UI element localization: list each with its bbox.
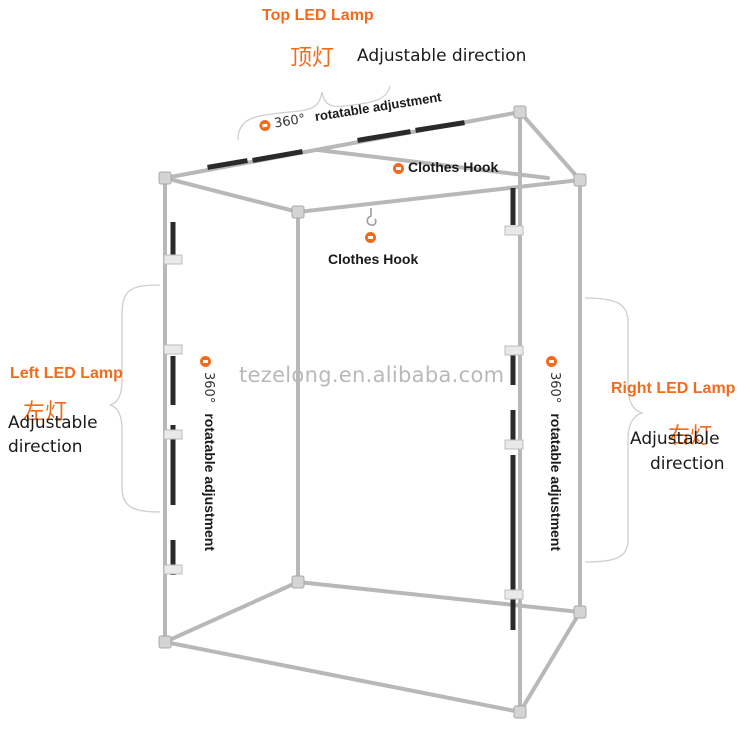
arrow-badge-icon bbox=[546, 355, 557, 367]
left-rotation-dot bbox=[200, 352, 215, 370]
right-rotation-num: 360° bbox=[547, 372, 562, 404]
hook-icon bbox=[366, 208, 377, 226]
top-lamp-chinese: 顶灯 bbox=[290, 46, 335, 71]
top-lamp-desc: Adjustable direction bbox=[357, 46, 527, 66]
left-lamp-desc-2: direction bbox=[8, 437, 83, 457]
right-lamp-desc-1: Adjustable bbox=[630, 429, 720, 449]
arrow-badge-icon bbox=[365, 231, 376, 243]
left-lamp-desc-1: Adjustable bbox=[8, 413, 98, 433]
frame-poles bbox=[163, 110, 582, 714]
watermark: tezelong.en.alibaba.com bbox=[239, 363, 505, 387]
top-lamp-title: Top LED Lamp bbox=[262, 7, 374, 24]
left-rotation-line: 360° rotatable adjustment bbox=[200, 372, 218, 551]
right-rotation-dot bbox=[546, 352, 561, 370]
corner-connectors bbox=[158, 105, 587, 719]
right-lamp-chinese: 右灯 bbox=[668, 424, 713, 449]
right-lamp-title: Right LED Lamp bbox=[611, 380, 736, 397]
arrow-badge-icon bbox=[393, 162, 404, 174]
left-rotation-num: 360° bbox=[201, 372, 216, 404]
left-lamp-chinese: 左灯 bbox=[23, 400, 68, 425]
right-lamp-clips bbox=[504, 225, 524, 600]
right-lamp-desc-2: direction bbox=[650, 454, 725, 474]
clothes-hook-center-dot bbox=[365, 228, 380, 246]
left-rotation-text: rotatable adjustment bbox=[202, 413, 218, 552]
left-lamp-title: Left LED Lamp bbox=[10, 365, 123, 382]
clothes-hook-center-text: Clothes Hook bbox=[328, 251, 419, 267]
arrow-badge-icon bbox=[200, 355, 211, 367]
right-rotation-line: 360° rotatable adjustment bbox=[546, 372, 564, 551]
top-led-lamps bbox=[207, 120, 465, 170]
clothes-hook-top-text: Clothes Hook bbox=[408, 159, 499, 175]
right-rotation-text: rotatable adjustment bbox=[548, 413, 564, 552]
left-lamp-clips bbox=[163, 254, 183, 575]
clothes-hook-top-label: Clothes Hook bbox=[393, 159, 498, 177]
arrow-badge-icon bbox=[258, 119, 272, 132]
bracket-lines bbox=[109, 85, 645, 563]
